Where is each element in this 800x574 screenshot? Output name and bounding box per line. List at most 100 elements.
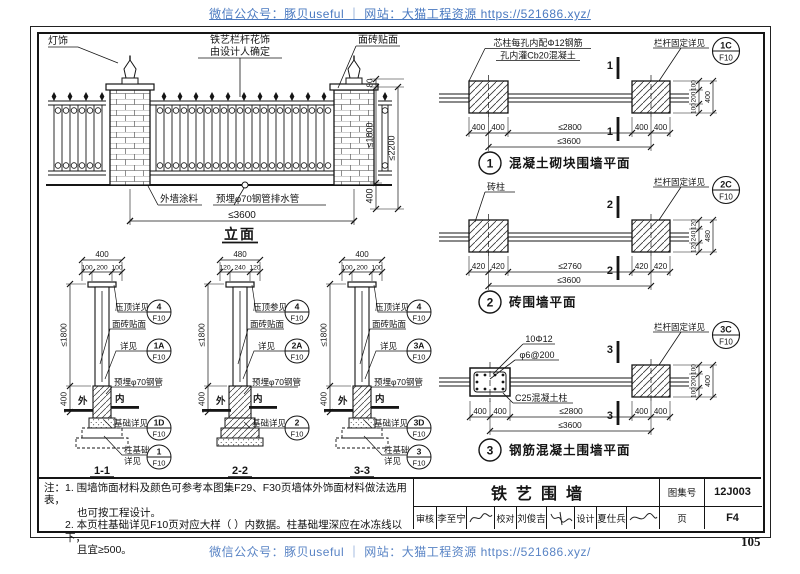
pier-right bbox=[631, 214, 671, 258]
dim-text: 400 bbox=[355, 250, 369, 259]
elevation-height-dimensions: 80 ≤1800 400 ≤2200 bbox=[365, 75, 404, 213]
bubble-ref: 4 bbox=[417, 302, 422, 312]
detail-bubble: 1D F10 bbox=[146, 415, 172, 441]
footing-base bbox=[216, 437, 264, 447]
section-2-2: 480 120 240 120 外 内 ≤1800 400 bbox=[197, 250, 310, 478]
detail-bubble: 3D F10 bbox=[406, 415, 432, 441]
fixing-callout-label: 栏杆固定详见 bbox=[654, 38, 706, 48]
ground-inside bbox=[249, 406, 277, 409]
pier-left bbox=[468, 75, 509, 119]
bubble-ref: 2C bbox=[720, 180, 732, 190]
reviewer-label: 审核 bbox=[415, 513, 434, 524]
bubble-page: F10 bbox=[719, 338, 733, 347]
designer-signature bbox=[626, 507, 659, 529]
callout-label: 预埋φ70钢管 bbox=[374, 377, 423, 387]
lamp-label: 灯饰 bbox=[48, 34, 68, 47]
dim-text: 200 bbox=[691, 375, 698, 386]
masonry-pier-left bbox=[105, 55, 155, 186]
dim-text: ≤2800 bbox=[559, 406, 583, 416]
section-title: 2-2 bbox=[232, 465, 248, 477]
outside-label: 外 bbox=[215, 395, 226, 407]
bubble-page: F10 bbox=[413, 459, 426, 468]
dim-text: 100 bbox=[111, 265, 123, 272]
core-column-note1: 芯柱每孔内配Φ12钢筋 bbox=[493, 37, 582, 48]
coping-cap bbox=[87, 281, 117, 288]
bubble-ref: 2A bbox=[292, 341, 303, 351]
general-notes: 注：1. 围墙饰面材料及颜色可参考本图集F29、F30页墙体外饰面材料做法选用表… bbox=[44, 482, 412, 556]
bubble-page: F10 bbox=[153, 353, 166, 362]
dim-text: 100 bbox=[691, 387, 698, 398]
plan-title-text: 钢筋混凝土围墙平面 bbox=[509, 443, 631, 458]
dim-text: 400 bbox=[472, 123, 486, 132]
dim-text: 400 bbox=[319, 392, 329, 406]
pier-right bbox=[631, 359, 671, 403]
checker-signature bbox=[546, 507, 574, 529]
dim-text: 120 bbox=[691, 242, 698, 253]
ground-inside bbox=[111, 406, 139, 409]
inside-label: 内 bbox=[115, 393, 125, 405]
fixing-callout-label: 栏杆固定详见 bbox=[654, 322, 706, 332]
plan-title: 2 砖围墙平面 bbox=[478, 290, 576, 314]
brick-pier-label: 砖柱 bbox=[487, 181, 505, 192]
plan-right-dimensions: 100 200 100 400 bbox=[673, 77, 717, 117]
plan-right-dimensions: 120 240 120 480 bbox=[673, 216, 717, 256]
bubble-page: F10 bbox=[413, 314, 426, 323]
bubble-ref: 1C bbox=[720, 41, 732, 51]
railing-rings-bottom bbox=[54, 162, 389, 169]
lamp-icon bbox=[121, 55, 139, 85]
cut-number: 3 bbox=[607, 344, 613, 356]
fixing-callout-label: 栏杆固定详见 bbox=[654, 177, 706, 187]
dim-text: 400 bbox=[635, 123, 649, 132]
leader-lines bbox=[468, 47, 709, 82]
bubble-ref: 1A bbox=[154, 341, 165, 351]
railing-note-line2: 由设计人确定 bbox=[210, 45, 270, 58]
callout-label: 详见 bbox=[120, 341, 138, 351]
designer-label: 设计 bbox=[574, 507, 596, 529]
stirrup-note: φ6@200 bbox=[520, 350, 555, 360]
plan-title-text: 混凝土砌块围墙平面 bbox=[509, 156, 631, 171]
drain-pipe-symbol bbox=[241, 181, 249, 189]
bubble-page: F10 bbox=[291, 314, 304, 323]
dim-text: 200 bbox=[691, 91, 698, 102]
dim-text: 100 bbox=[341, 265, 353, 272]
dim-text: 100 bbox=[371, 265, 383, 272]
dim-text: 120 bbox=[691, 219, 698, 230]
dim-text: 420 bbox=[472, 262, 486, 271]
dim-text: 100 bbox=[691, 103, 698, 114]
section-cut-mark: 1 1 bbox=[607, 57, 620, 141]
signature bbox=[550, 512, 572, 526]
dim-text: 400 bbox=[493, 407, 507, 416]
dim-text: 200 bbox=[356, 265, 368, 272]
detail-bubble: 3C F10 bbox=[711, 320, 741, 350]
coping-cap bbox=[347, 281, 377, 288]
dim-text: 100 bbox=[691, 364, 698, 375]
callout-label: 柱基础 bbox=[124, 445, 150, 455]
dim-text: 100 bbox=[81, 265, 93, 272]
section-3-3: 400 100 200 100 外 内 ≤1800 400 bbox=[319, 250, 432, 478]
footing bbox=[348, 417, 376, 429]
pier-foundation-outline bbox=[335, 427, 389, 449]
dim-text: 240 bbox=[691, 230, 698, 241]
callout-label: 详见 bbox=[124, 456, 142, 466]
cut-number: 1 bbox=[607, 126, 613, 138]
ground-outside bbox=[202, 409, 231, 412]
pier-foundation-outline bbox=[75, 427, 129, 449]
dim-text: 400 bbox=[473, 407, 487, 416]
checker-label: 校对 bbox=[494, 507, 516, 529]
dim-text: 400 bbox=[705, 375, 712, 387]
title-block-top-rule bbox=[39, 477, 761, 479]
face-brick-label: 面砖贴面 bbox=[358, 33, 398, 46]
page-label: 页 bbox=[659, 507, 704, 529]
page-value: F4 bbox=[704, 507, 760, 529]
bubble-page: F10 bbox=[413, 353, 426, 362]
dim-base-text: 400 bbox=[365, 188, 375, 203]
callout-label: 预埋φ70钢管 bbox=[114, 377, 163, 387]
callout-label: 压顶详见 bbox=[115, 302, 150, 312]
bubble-page: F10 bbox=[153, 430, 166, 439]
note-line: 且宜≥500。 bbox=[77, 544, 132, 557]
pier-left bbox=[468, 214, 509, 258]
ground-inside bbox=[371, 406, 399, 409]
callout-label: 基础详见 bbox=[374, 418, 409, 428]
plan-reinforced-concrete-wall: 3 3 10Φ12 φ6@200 C25混凝土柱 栏杆固定详见 3C F10 1… bbox=[439, 320, 741, 462]
